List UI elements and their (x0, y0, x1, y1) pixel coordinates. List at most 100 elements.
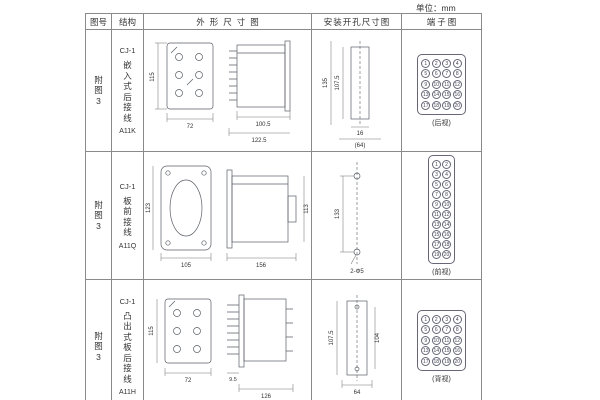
dim-pin-depth: 9.5 (229, 377, 237, 383)
terminal-6: 6 (431, 69, 441, 78)
terminal-18: 18 (431, 100, 441, 110)
terminal-1: 1 (421, 314, 431, 324)
hole-spec-label: 2-Φ5 (350, 269, 364, 275)
dim-height: 123 (146, 202, 152, 213)
terminal-9: 9 (421, 335, 431, 345)
mounting-svg-a11q: 133 2-Φ5 (335, 161, 364, 275)
terminal-view-label: (前视) (432, 268, 451, 276)
model-code-label: A11Q (118, 242, 137, 250)
terminal-17: 17 (421, 100, 431, 110)
model-label: CJ-1 (119, 181, 136, 191)
mounting-dims: 133 2-Φ5 (335, 175, 364, 275)
drill-holes (353, 161, 360, 264)
front-view (164, 298, 211, 363)
side-view (228, 40, 290, 111)
terminal-12: 12 (452, 79, 462, 89)
terminal-5: 5 (421, 325, 431, 334)
front-dims: 115 72 (150, 42, 213, 130)
side-dims: 100.5 122.5 (228, 110, 290, 144)
front-dims: 115 72 (149, 298, 211, 384)
model-code-label: A11H (119, 389, 136, 397)
terminal-3: 3 (432, 169, 441, 179)
terminal-10: 10 (442, 199, 451, 209)
dim-side-height: 104 (375, 332, 381, 343)
terminal-4: 4 (452, 314, 462, 324)
side-dims: 156 113 (226, 175, 310, 269)
terminal-12: 12 (452, 335, 462, 345)
terminal-3: 3 (442, 58, 452, 68)
structure-type-label: 凸出式板后接线 (123, 310, 132, 384)
terminal-2: 2 (431, 314, 441, 324)
terminal-2: 2 (431, 58, 441, 68)
header-mounting: 安装开孔尺寸图 (312, 14, 402, 30)
structure-row1: CJ-1 嵌入式后接线 A11K (112, 30, 144, 152)
terminal-15: 15 (442, 346, 452, 355)
terminal-20: 20 (452, 100, 462, 110)
structure-type-label: 嵌入式后接线 (123, 60, 132, 123)
terminal-1: 1 (421, 58, 431, 68)
structure-type-label: 板前接线 (123, 195, 132, 238)
terminal-19: 19 (442, 356, 452, 366)
terminal-18: 18 (431, 356, 441, 366)
outline-svg-a11k: 115 72 100.5 (150, 40, 290, 144)
terminal-13: 13 (432, 219, 441, 229)
front-view (160, 165, 211, 250)
terminal-20: 20 (442, 249, 451, 259)
header-outline: 外形尺寸图 (144, 14, 312, 30)
dim-depth: 156 (255, 263, 266, 269)
dim-width: 72 (186, 124, 193, 130)
front-view (166, 42, 213, 109)
terminal-14: 14 (442, 219, 451, 229)
terminal-10: 10 (431, 79, 441, 89)
fig-no-row1: 附图3 (86, 30, 112, 152)
dim-depth-total: 122.5 (251, 138, 267, 144)
terminal-11: 11 (442, 335, 452, 345)
dim-hole-spacing: 133 (335, 208, 341, 219)
model-label: CJ-1 (119, 46, 136, 55)
dim-overall-height: 135 (323, 77, 329, 88)
model-code-label: A11K (119, 128, 136, 135)
terminal-1: 1 (432, 159, 441, 169)
spec-table: 图号 结构 外形尺寸图 安装开孔尺寸图 端子图 附图3 CJ-1 嵌入式后接线 … (85, 13, 482, 400)
mounting-drawing-a11q: 133 2-Φ5 (312, 152, 402, 280)
fig-no-label: 附图3 (94, 74, 103, 106)
terminal-view-label: (背视) (432, 375, 451, 383)
mounting-dims: 107.5 104 64 (329, 300, 381, 396)
dim-width: 16 (356, 131, 363, 137)
dim-height: 115 (150, 71, 156, 81)
terminal-18: 18 (442, 239, 451, 249)
structure-row2: CJ-1 板前接线 A11Q (112, 152, 144, 280)
outline-svg-a11q: 123 105 156 1 (146, 165, 310, 269)
terminal-4: 4 (442, 169, 451, 179)
terminal-13: 13 (421, 346, 431, 355)
panel-cutout (350, 40, 369, 125)
terminal-12: 12 (442, 209, 451, 219)
terminal-17: 17 (432, 239, 441, 249)
fig-no-label: 附图3 (94, 330, 103, 362)
header-fig-no: 图号 (86, 14, 112, 30)
outline-drawing-a11k: 115 72 100.5 (144, 30, 312, 152)
fig-no-row3: 附图3 (86, 280, 112, 400)
dim-width: 72 (184, 378, 191, 384)
terminal-4: 4 (452, 58, 462, 68)
dim-depth-inner: 100.5 (255, 122, 271, 128)
terminal-16: 16 (442, 229, 451, 239)
terminal-17: 17 (421, 356, 431, 366)
dim-cutout-height: 107.5 (329, 329, 335, 345)
terminal-5: 5 (432, 179, 441, 189)
terminal-8: 8 (442, 189, 451, 199)
side-view (226, 294, 293, 367)
fig-no-row2: 附图3 (86, 152, 112, 280)
header-terminal: 端子图 (402, 14, 482, 30)
terminal-11: 11 (432, 209, 441, 219)
dim-width: 105 (180, 263, 191, 269)
mounting-drawing-a11h: 107.5 104 64 (312, 280, 402, 400)
terminal-13: 13 (421, 90, 431, 99)
